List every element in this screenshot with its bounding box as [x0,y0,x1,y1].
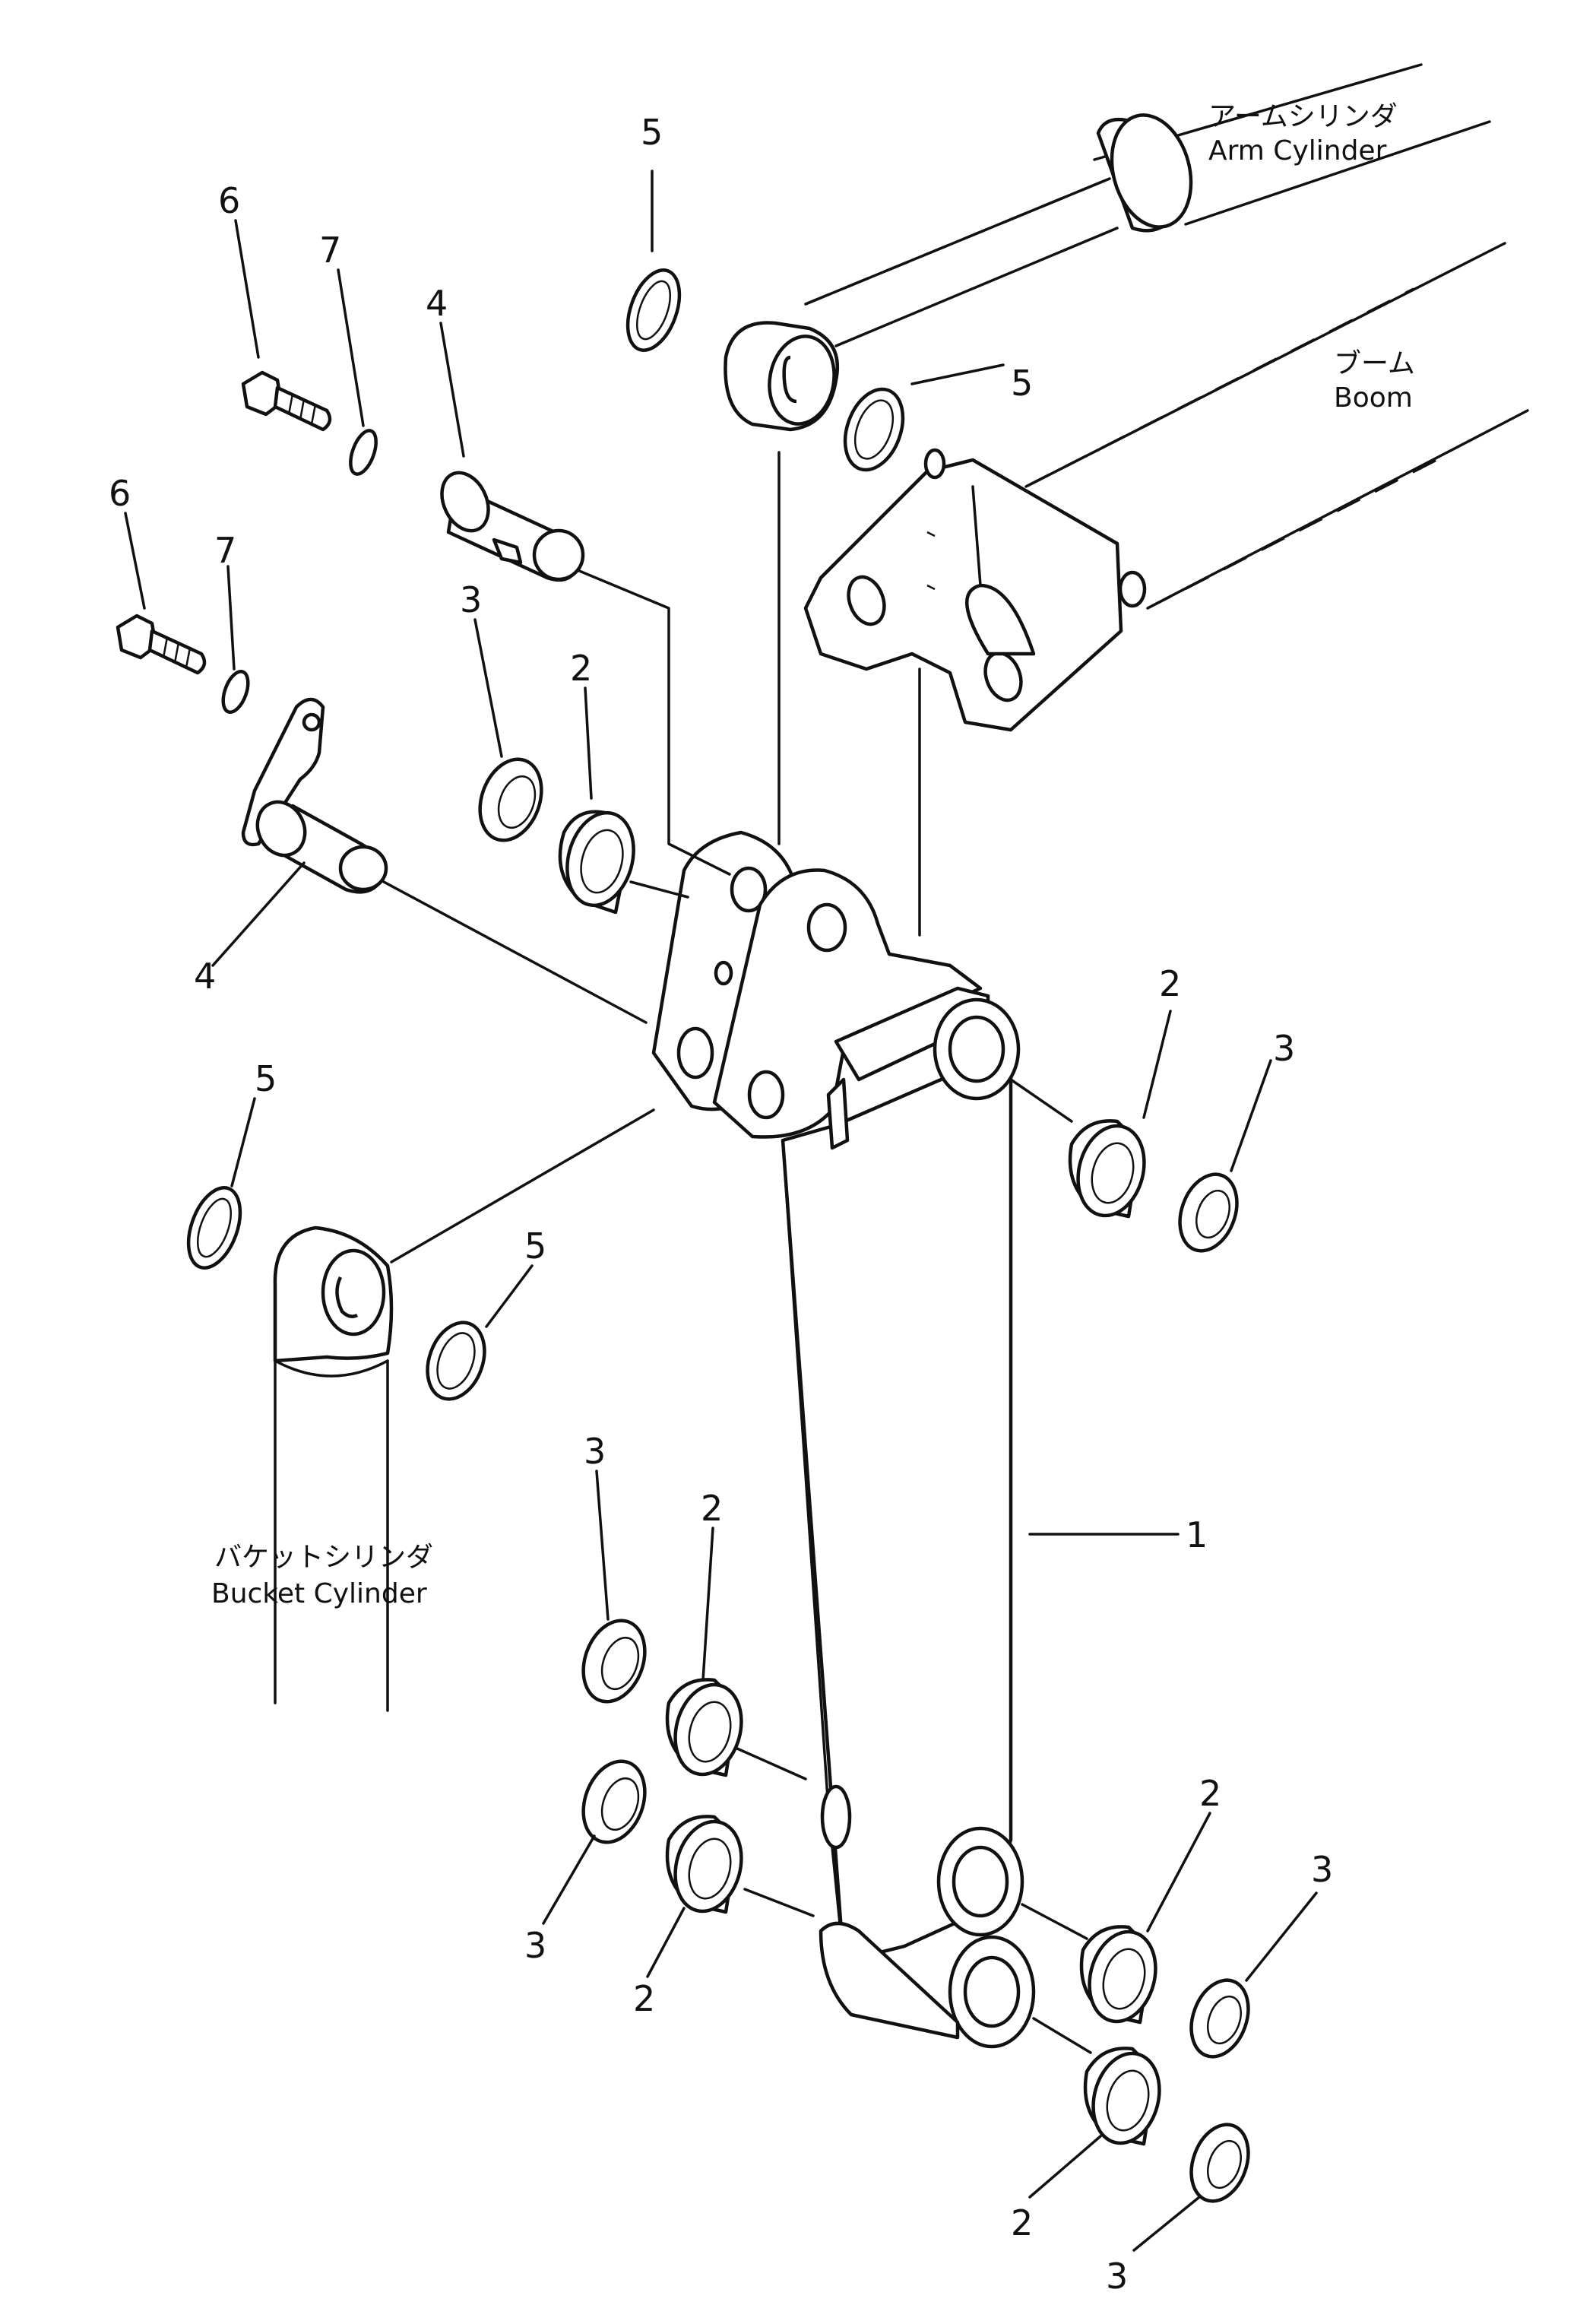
bushing-upper-left [558,810,635,915]
bucket-cylinder [273,1108,655,1712]
bushing-lower-right-2 [1083,2047,1161,2146]
callout-2-lower-left-1: 2 [701,1488,723,1529]
seal-lower-right-2 [1189,2123,1250,2203]
bushing-lower-left-2 [665,1815,743,1914]
bushing-lower-right-1 [1079,1925,1157,2025]
callout-2-lower-right-2: 2 [1011,2202,1033,2243]
callout-2-lower-left-2: 2 [633,1978,655,2019]
arm [651,830,1036,2049]
bushing-guide-upper-left [629,880,689,899]
leader-lines [124,170,1318,2252]
bushing-guide-lower-left-1 [736,1747,807,1780]
boom [803,242,1529,732]
component-labels: アームシリンダ Arm Cylinder ブーム Boom バケットシリンダ B… [211,101,1415,1609]
boom-label-jp: ブーム [1334,348,1415,379]
callout-3-upper-left: 3 [460,579,482,620]
callout-6-upper: 6 [218,180,240,221]
seal-lower-right-1 [1189,1978,1250,2059]
bushing-lower-left-1 [665,1678,743,1777]
callout-4-upper: 4 [426,283,448,324]
seal-lower-left-2 [581,1759,647,1844]
arm-cylinder-label-en: Arm Cylinder [1208,135,1387,166]
washer-upper [349,429,378,476]
callout-1-arm: 1 [1186,1514,1208,1555]
boom-label-en: Boom [1334,382,1413,414]
bolt-upper [241,370,332,432]
bushing-upper-right [1068,1119,1146,1219]
callout-3-upper-right: 3 [1273,1028,1295,1069]
shim-top [625,268,682,352]
callout-7-upper: 7 [319,230,341,271]
callout-2-upper-right: 2 [1159,963,1181,1004]
callout-3-lower-left-1: 3 [584,1431,606,1472]
callout-3-lower-right-1: 3 [1311,1849,1333,1890]
callout-7-lower: 7 [214,530,236,571]
bolt-lower [116,614,207,675]
callout-5-upper-right: 5 [1011,363,1033,404]
bucket-cylinder-label-jp: バケットシリンダ [214,1542,433,1573]
callout-2-lower-right-1: 2 [1199,1773,1221,1814]
arm-cylinder [804,63,1491,347]
callout-2-upper-left: 2 [570,648,592,689]
shim-mid [426,1321,486,1401]
pin-upper [440,471,731,876]
callout-4-lower: 4 [194,956,216,997]
bushing-guide-lower-right-1 [1021,1903,1088,1940]
shim-upper-right [843,387,905,472]
bushing-guide-lower-left-2 [743,1888,815,1917]
shim-left [186,1186,242,1270]
washer-lower [221,670,250,714]
callout-6-lower: 6 [109,473,131,514]
callout-3-lower-right-2: 3 [1106,2256,1128,2297]
callout-3-lower-left-2: 3 [524,1925,546,1966]
pin-lower [211,697,648,1024]
callout-5-left: 5 [255,1058,277,1099]
arm-cylinder-label-jp: アームシリンダ [1208,101,1398,132]
bushing-guide-upper-right [1009,1078,1073,1123]
callout-5-mid: 5 [524,1226,546,1267]
bushing-guide-lower-right-2 [1032,2017,1092,2054]
seal-upper-left [478,757,543,842]
callout-numbers: 5 5 6 7 4 6 7 3 2 4 5 5 2 3 1 3 2 3 2 2 … [109,112,1333,2297]
callout-5-top: 5 [641,112,663,153]
arm-cylinder-rod-eye [724,321,840,432]
seal-lower-left-1 [581,1619,647,1704]
bucket-cylinder-label-en: Bucket Cylinder [211,1578,427,1609]
seal-upper-right [1178,1172,1239,1253]
